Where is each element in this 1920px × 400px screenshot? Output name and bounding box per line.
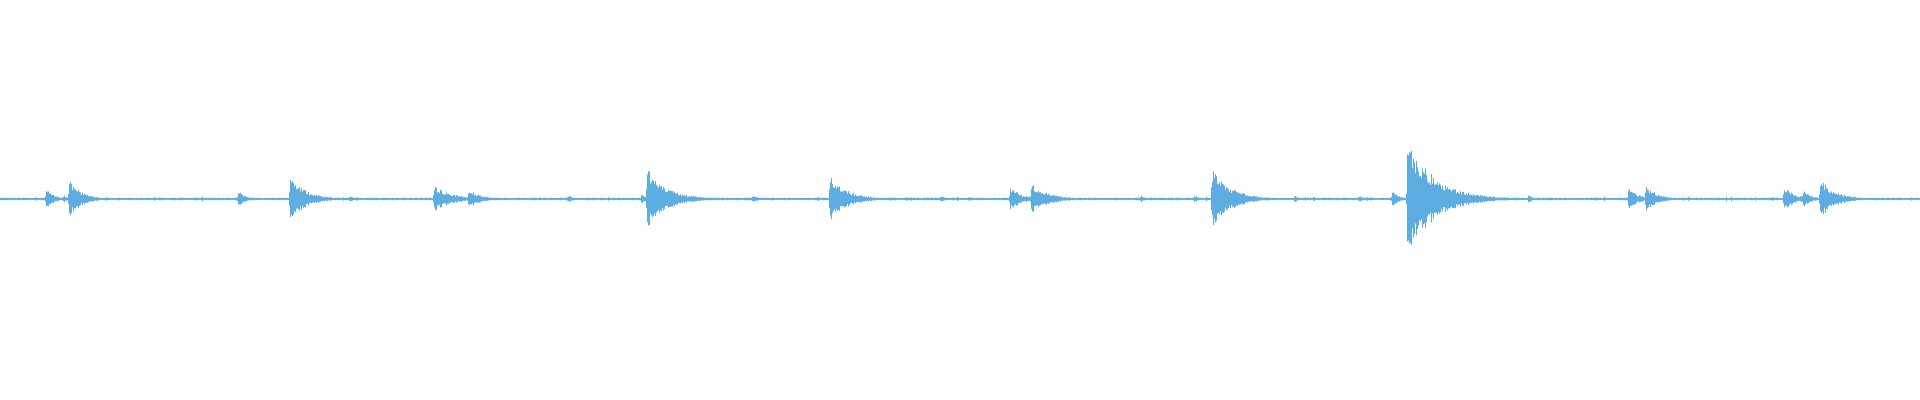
waveform-samples (0, 150, 1920, 245)
